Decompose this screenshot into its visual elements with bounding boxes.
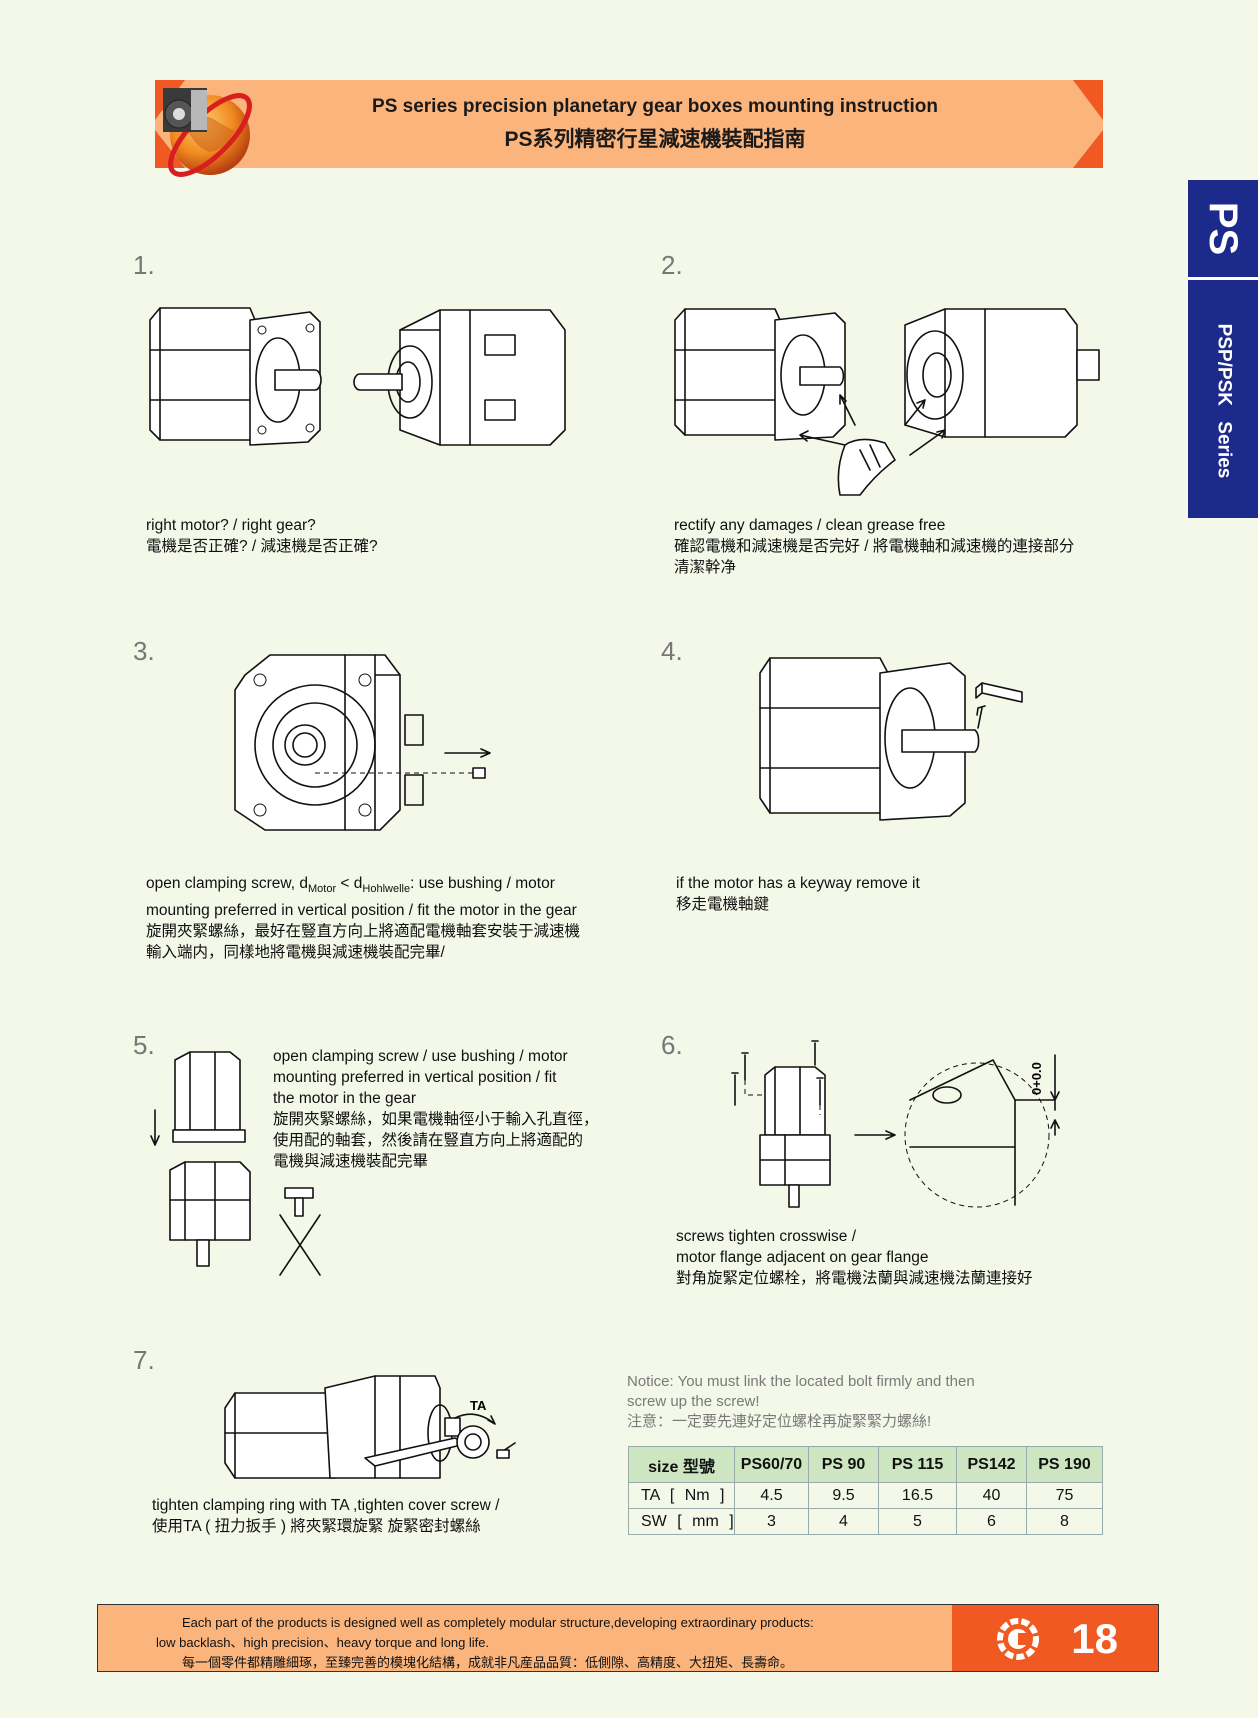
step-2-line-3: 清潔幹净: [674, 559, 737, 576]
table-cell: 40: [956, 1482, 1027, 1509]
table-row: TA [ Nm ] 4.5 9.5 16.5 40 75: [628, 1482, 1103, 1509]
table-cell: 75: [1026, 1482, 1103, 1509]
table-cell: 4: [808, 1508, 879, 1535]
step-2-caption: rectify any damages / clean grease free …: [674, 515, 1074, 578]
table-cell: 5: [878, 1508, 957, 1535]
step-4-line-2: 移走電機軸鍵: [676, 896, 770, 913]
side-tab-ps: PS: [1201, 201, 1246, 256]
step-4-line-1: if the motor has a keyway remove it: [676, 875, 920, 892]
notice-line-3: 注意：一定要先連好定位螺栓再旋緊緊力螺絲!: [627, 1413, 932, 1430]
step-6-illustration: 0+0.0: [731, 1040, 1060, 1208]
step-6-number: 6.: [661, 1030, 683, 1060]
table-header-cell: PS142: [956, 1446, 1027, 1483]
step-2-number: 2.: [661, 250, 683, 280]
table-header-cell: PS 190: [1026, 1446, 1103, 1483]
table-cell: 4.5: [734, 1482, 809, 1509]
table-cell: 8: [1026, 1508, 1103, 1535]
step-1-line-1: right motor? / right gear?: [146, 517, 316, 534]
step-2-line-2: 確認電機和減速機是否完好 / 將電機軸和減速機的連接部分: [674, 538, 1075, 555]
step-3-line-4: 輸入端内，同樣地將電機與減速機裝配完畢/: [146, 944, 445, 962]
step-3-number: 3.: [133, 636, 155, 666]
step-6-line-2: motor flange adjacent on gear flange: [676, 1249, 929, 1266]
step-1-caption: right motor? / right gear? 電機是否正確? / 減速機…: [146, 515, 378, 557]
footer-bar: Each part of the products is designed we…: [97, 1604, 1159, 1672]
step-5-illustration: [150, 1051, 321, 1276]
step-2-illustration: [674, 308, 1100, 496]
step-5-number: 5.: [133, 1030, 155, 1060]
banner-title-zh: PS系列精密行星減速機裝配指南: [504, 128, 806, 151]
table-cell: 3: [734, 1508, 809, 1535]
step-5-caption: open clamping screw / use bushing / moto…: [273, 1046, 599, 1172]
step-4-illustration: [759, 657, 1023, 821]
torque-spec-table: size 型號 PS60/70 PS 90 PS 115 PS142 PS 19…: [628, 1446, 1103, 1535]
notice: Notice: You must link the located bolt f…: [627, 1372, 1047, 1432]
side-tab-series: PSP/PSK Series: [1213, 323, 1235, 478]
step-3-illustration: [234, 654, 491, 831]
step-1-number: 1.: [133, 250, 155, 280]
step-2-line-1: rectify any damages / clean grease free: [674, 517, 946, 534]
brand-gear-icon: [997, 1618, 1039, 1660]
table-cell: 9.5: [808, 1482, 879, 1509]
table-header-cell: size 型號: [628, 1446, 735, 1483]
step-1-illustration: [149, 307, 566, 446]
table-header-cell: PS60/70: [734, 1446, 809, 1483]
step-6-caption: screws tighten crosswise / motor flange …: [676, 1226, 1033, 1289]
table-cell: TA [ Nm ]: [628, 1482, 735, 1509]
step-3-line-1: open clamping screw, dMotor < dHohlwelle…: [146, 875, 555, 896]
step-7-illustration: TA: [224, 1375, 516, 1479]
table-row: SW [ mm ] 3 4 5 6 8: [628, 1508, 1103, 1535]
step-7-line-1: tighten clamping ring with TA ,tighten c…: [152, 1497, 500, 1514]
page-number: 18: [1071, 1615, 1118, 1662]
step-3-line-2: mounting preferred in vertical position …: [146, 902, 577, 920]
notice-line-2: screw up the screw!: [627, 1393, 760, 1410]
page-number-box: 18: [952, 1605, 1158, 1671]
table-header-row: size 型號 PS60/70 PS 90 PS 115 PS142 PS 19…: [628, 1446, 1103, 1483]
step-6-line-1: screws tighten crosswise /: [676, 1228, 857, 1245]
step-4-caption: if the motor has a keyway remove it 移走電機…: [676, 873, 920, 915]
series-side-tab: PS PSP/PSK Series: [1188, 180, 1258, 518]
step-4-number: 4.: [661, 636, 683, 666]
footer-line-2: low backlash、high precision、heavy torque…: [156, 1635, 490, 1650]
step-5-line-1: open clamping screw / use bushing / moto…: [273, 1048, 568, 1065]
table-cell: 16.5: [878, 1482, 957, 1509]
footer-text: Each part of the products is designed we…: [98, 1613, 948, 1673]
step-6-line-3: 對角旋緊定位螺栓，將電機法蘭與減速機法蘭連接好: [676, 1270, 1033, 1287]
step-5-line-5: 使用配的軸套，然後請在豎直方向上將適配的: [273, 1132, 584, 1149]
step-7-torque-label: TA: [470, 1398, 487, 1413]
step-7-number: 7.: [133, 1345, 155, 1375]
banner-title-en: PS series precision planetary gear boxes…: [372, 96, 938, 117]
notice-line-1: Notice: You must link the located bolt f…: [627, 1373, 975, 1390]
header-banner: PS series precision planetary gear boxes…: [155, 80, 1103, 177]
footer-line-1: Each part of the products is designed we…: [182, 1615, 814, 1630]
gearbox-photo-icon: [163, 88, 207, 132]
table-header-cell: PS 115: [878, 1446, 957, 1483]
step-7-caption: tighten clamping ring with TA ,tighten c…: [152, 1495, 499, 1537]
step-6-dim-label: 0+0.0: [1029, 1062, 1044, 1095]
step-3-line-3: 旋開夾緊螺絲，最好在豎直方向上將適配電機軸套安裝于減速機: [146, 923, 581, 941]
step-5-line-3: the motor in the gear: [273, 1090, 417, 1107]
step-1-line-2: 電機是否正確? / 減速機是否正確?: [146, 538, 378, 555]
table-header-cell: PS 90: [808, 1446, 879, 1483]
table-cell: SW [ mm ]: [628, 1508, 735, 1535]
step-5-line-2: mounting preferred in vertical position …: [273, 1069, 557, 1086]
step-3-caption: open clamping screw, dMotor < dHohlwelle…: [146, 873, 580, 963]
step-5-line-4: 旋開夾緊螺絲，如果電機軸徑小于輸入孔直徑，: [273, 1111, 599, 1128]
table-cell: 6: [956, 1508, 1027, 1535]
step-7-line-2: 使用TA ( 扭力扳手 ) 將夾緊環旋緊 旋緊密封螺絲: [152, 1518, 481, 1535]
banner-shape: [155, 80, 1103, 168]
footer-line-3: 每一個零件都精雕細琢，至臻完善的模塊化結構，成就非凡産品品質：低側隙、高精度、大…: [182, 1655, 794, 1670]
step-5-line-6: 電機與減速機裝配完畢: [273, 1153, 429, 1170]
